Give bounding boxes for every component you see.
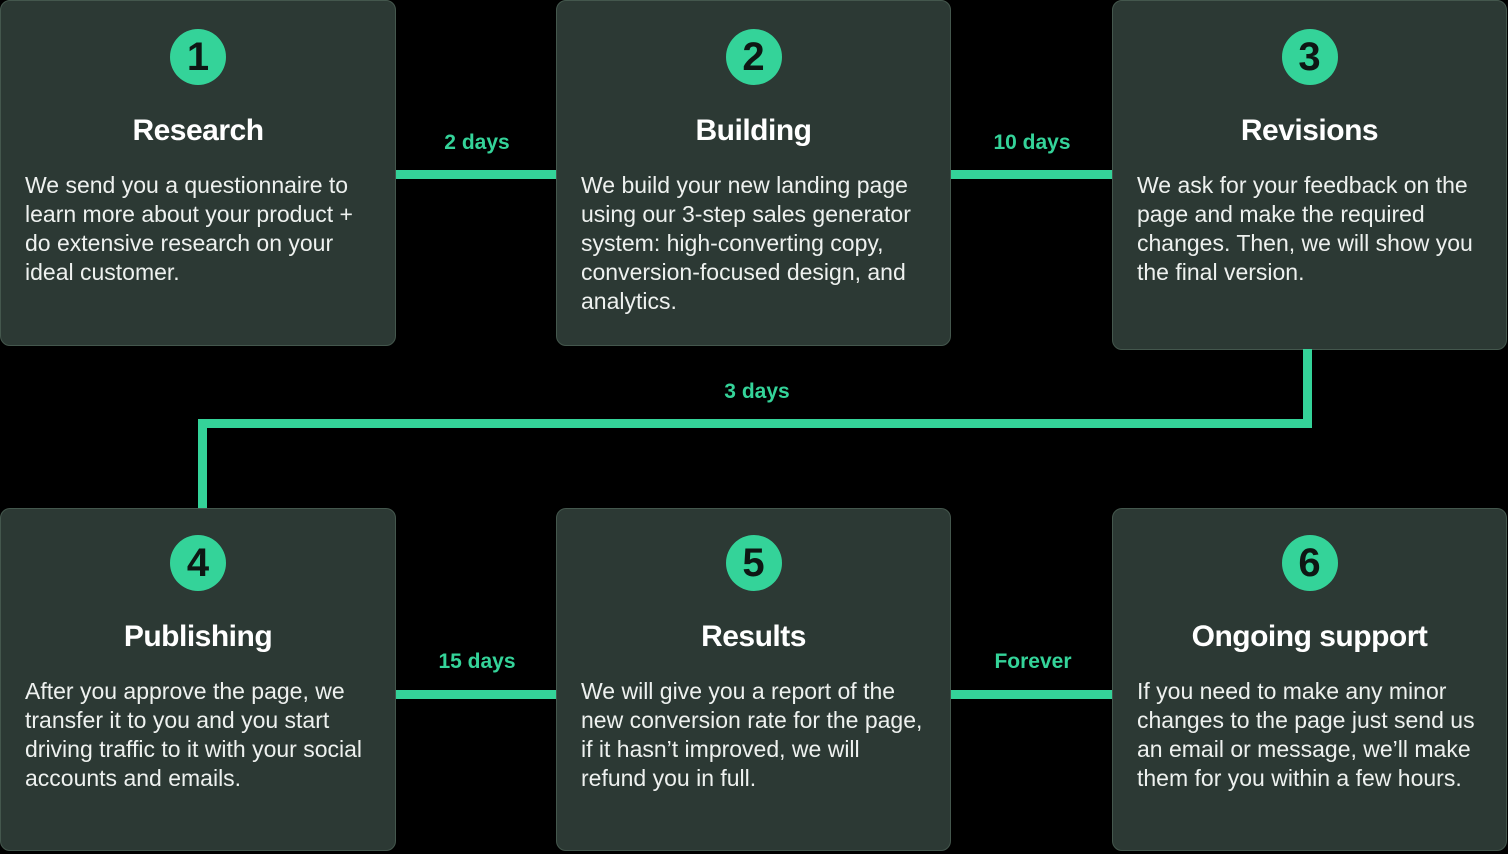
step-description: We will give you a report of the new con… — [581, 678, 923, 791]
step-number-badge: 5 — [725, 535, 782, 591]
step-number: 6 — [1298, 540, 1321, 585]
step-title: Building — [695, 114, 812, 147]
step-number-badge: 2 — [725, 29, 782, 85]
step-description: After you approve the page, we transfer … — [25, 678, 363, 791]
step-description: We build your new landing page using our… — [581, 172, 911, 314]
step-card-results: 5 Results We will give you a report of t… — [556, 508, 951, 851]
step-card-research: 1 Research We send you a questionnaire t… — [0, 0, 396, 346]
step-number: 5 — [742, 540, 765, 585]
step-card-publishing: 4 Publishing After you approve the page,… — [0, 508, 396, 851]
step-number: 2 — [742, 34, 765, 79]
step-description: We ask for your feedback on the page and… — [1137, 172, 1473, 285]
step-title: Results — [701, 620, 806, 653]
step-number-badge: 3 — [1281, 29, 1338, 85]
step-number-badge: 1 — [170, 29, 226, 85]
step-number: 4 — [186, 540, 210, 585]
connector-line-step4-step5 — [396, 690, 556, 699]
step-number: 1 — [186, 34, 210, 79]
connector-label-step2-step3: 10 days — [993, 131, 1071, 154]
step-card-revisions: 3 Revisions We ask for your feedback on … — [1112, 0, 1507, 350]
step-title: Publishing — [123, 620, 273, 653]
step-title: Ongoing support — [1191, 620, 1428, 653]
connector-line-step3-step4-vertical-left — [198, 419, 207, 508]
step-number: 3 — [1298, 34, 1321, 79]
connector-line-step3-step4-horizontal — [198, 419, 1312, 428]
connector-line-step1-step2 — [396, 170, 556, 179]
connector-label-step3-step4: 3 days — [724, 380, 790, 403]
connector-line-step2-step3 — [951, 170, 1112, 179]
connector-label-step4-step5: 15 days — [438, 650, 516, 673]
step-title: Research — [132, 114, 264, 147]
step-number-badge: 6 — [1281, 535, 1338, 591]
step-card-ongoing-support: 6 Ongoing support If you need to make an… — [1112, 508, 1507, 851]
step-card-building: 2 Building We build your new landing pag… — [556, 0, 951, 346]
step-title: Revisions — [1240, 114, 1379, 147]
step-description: We send you a questionnaire to learn mor… — [25, 172, 353, 285]
step-description: If you need to make any minor changes to… — [1137, 678, 1475, 791]
connector-line-step3-step4-vertical-right — [1303, 349, 1312, 428]
connector-label-step5-step6: Forever — [994, 650, 1072, 673]
step-number-badge: 4 — [170, 535, 226, 591]
connector-label-step1-step2: 2 days — [444, 131, 510, 154]
connector-line-step5-step6 — [951, 690, 1112, 699]
